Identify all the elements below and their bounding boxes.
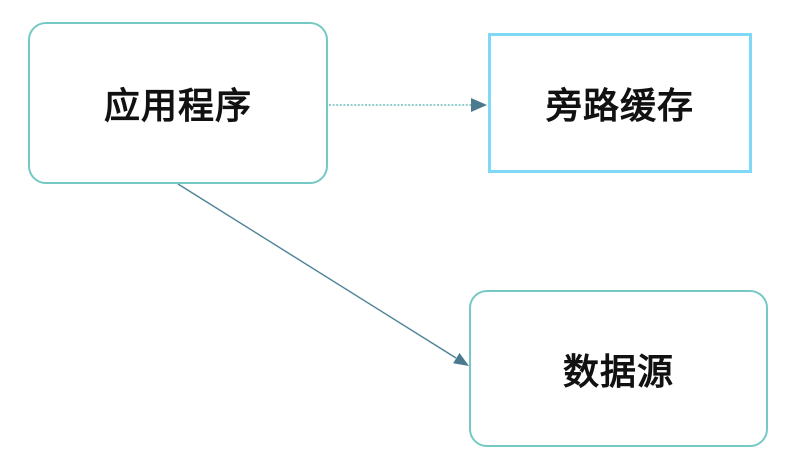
- arrow-application-to-cache: [329, 98, 487, 112]
- node-data-source: 数据源: [469, 290, 768, 447]
- node-application: 应用程序: [28, 22, 328, 184]
- arrowhead-down-right-icon: [453, 353, 469, 366]
- arrow-application-to-datasource: [177, 183, 469, 366]
- node-cache-aside: 旁路缓存: [488, 33, 752, 173]
- node-application-label: 应用程序: [103, 85, 252, 126]
- arrowhead-right-icon: [471, 98, 487, 112]
- node-data-source-label: 数据源: [562, 350, 674, 392]
- node-cache-aside-label: 旁路缓存: [545, 85, 694, 126]
